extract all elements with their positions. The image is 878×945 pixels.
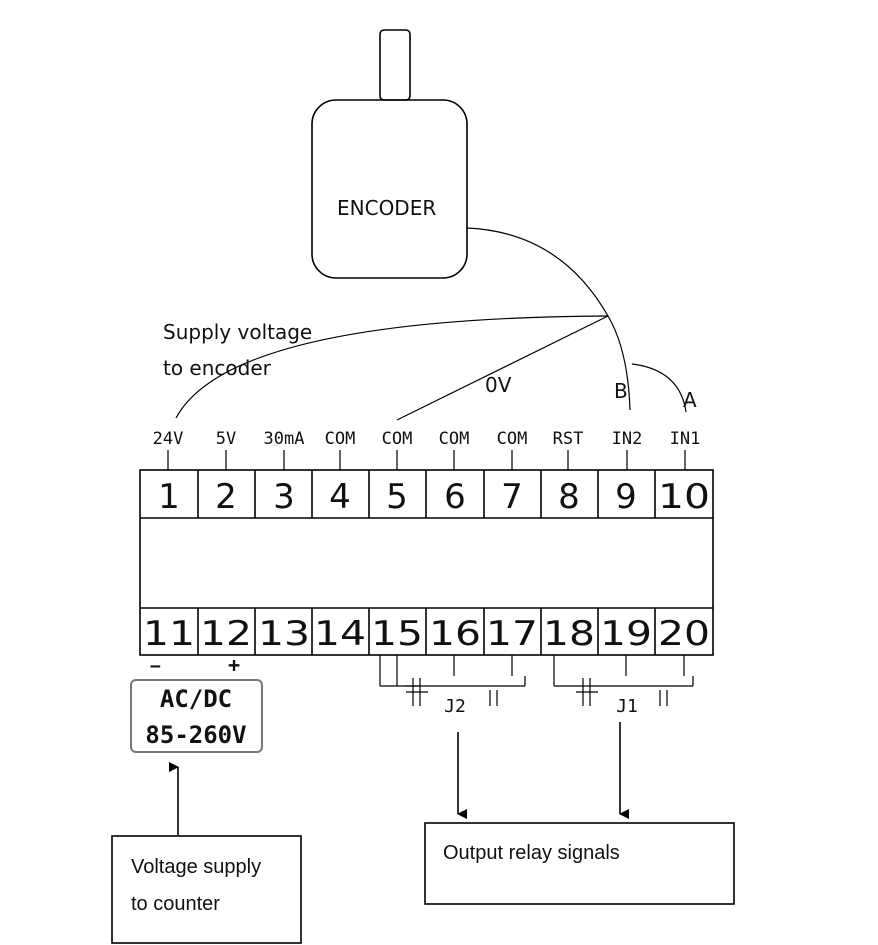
supply-label-line2: to encoder (163, 356, 272, 380)
a-label: A (683, 388, 697, 412)
top-terminal-labels: 24V 5V 30mA COM COM COM COM RST IN2 IN1 (153, 429, 701, 449)
voltage-note-line2: to counter (131, 893, 220, 915)
voltage-note-line1: Voltage supply (131, 856, 261, 878)
terminal-label: COM (497, 429, 528, 449)
top-terminal-numbers: 1 2 3 4 5 6 7 8 9 10 (158, 477, 710, 517)
supply-wire (175, 315, 609, 419)
zero-volt-wire (396, 315, 609, 421)
terminal-label: COM (382, 429, 413, 449)
terminal-number: 13 (258, 614, 310, 654)
b-label: B (614, 379, 628, 403)
plus-sign: + (228, 653, 240, 677)
voltage-note-box (111, 835, 302, 944)
power-supply-line2: 85-260V (145, 721, 246, 749)
terminal-number: 18 (543, 614, 595, 654)
terminal-number: 4 (329, 477, 351, 517)
terminal-number: 11 (143, 614, 195, 654)
terminal-block (139, 469, 714, 656)
terminal-label: COM (325, 429, 356, 449)
terminal-number: 17 (486, 614, 538, 654)
terminal-number: 6 (444, 477, 466, 517)
encoder-body (311, 99, 468, 279)
terminal-number: 5 (386, 477, 408, 517)
top-terminal-leads (167, 450, 686, 470)
a-wire (631, 363, 687, 413)
terminal-number: 19 (600, 614, 652, 654)
encoder-cable (466, 227, 609, 317)
terminal-label: 30mA (264, 429, 305, 449)
bottom-terminal-numbers: 11 12 13 14 15 16 17 18 19 20 (143, 614, 710, 654)
output-note-text: Output relay signals (443, 842, 620, 864)
terminal-number: 2 (215, 477, 237, 517)
encoder-label: ENCODER (337, 196, 436, 220)
terminal-number: 10 (658, 477, 710, 517)
output-note-box (424, 822, 735, 905)
terminal-number: 3 (273, 477, 295, 517)
zero-volt-label: 0V (485, 373, 512, 397)
terminal-number: 16 (429, 614, 481, 654)
relay-j1-wiring (553, 655, 694, 706)
terminal-number: 7 (501, 477, 523, 517)
terminal-number: 8 (558, 477, 580, 517)
supply-label-line1: Supply voltage (163, 320, 312, 344)
encoder-shaft (379, 29, 411, 101)
terminal-label: COM (439, 429, 470, 449)
terminal-number: 14 (314, 614, 366, 654)
terminal-number: 12 (200, 614, 252, 654)
terminal-label: IN1 (670, 429, 701, 449)
terminal-label: 5V (216, 429, 236, 449)
relay-j2-wiring (379, 655, 526, 706)
relay-j2-label: J2 (444, 696, 466, 717)
terminal-label: IN2 (612, 429, 643, 449)
terminal-number: 15 (371, 614, 423, 654)
power-supply-box (130, 679, 263, 753)
relay-j1-label: J1 (616, 696, 638, 717)
power-supply-line1: AC/DC (160, 685, 232, 713)
terminal-number: 9 (615, 477, 637, 517)
terminal-label: 24V (153, 429, 184, 449)
terminal-number: 1 (158, 477, 180, 517)
terminal-number: 20 (658, 614, 710, 654)
terminal-label: RST (553, 429, 584, 449)
minus-sign: − (150, 656, 161, 677)
b-wire (607, 315, 631, 411)
